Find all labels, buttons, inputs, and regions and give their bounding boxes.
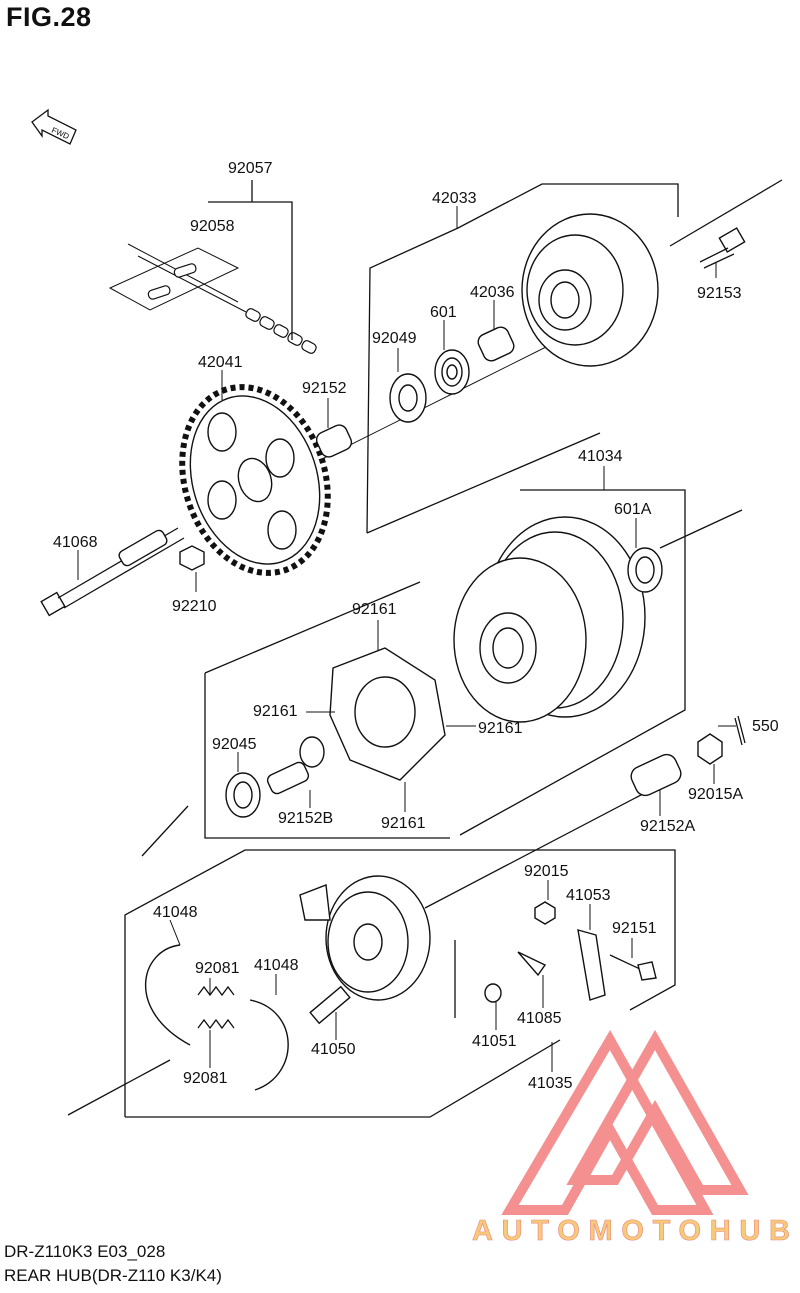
label-92210: 92210 <box>172 598 217 615</box>
label-41085: 41085 <box>517 1010 562 1027</box>
label-92161-bottom: 92161 <box>381 815 426 832</box>
label-41053: 41053 <box>566 887 611 904</box>
hub-damper <box>329 647 446 781</box>
label-42041: 42041 <box>198 354 243 371</box>
label-92049: 92049 <box>372 330 417 347</box>
brake-spring-top <box>197 985 235 997</box>
label-42033: 42033 <box>432 190 477 207</box>
collar-92152A <box>630 753 682 797</box>
bolt-92153 <box>699 227 746 269</box>
spacer-42036 <box>477 326 515 362</box>
brake-shoe-right <box>249 999 289 1091</box>
label-41048-left: 41048 <box>153 904 198 921</box>
label-92015A: 92015A <box>688 786 743 803</box>
rear-axle <box>40 527 185 617</box>
collar-92152B <box>266 736 325 795</box>
bearing-92045 <box>225 772 261 818</box>
drive-chain <box>108 180 317 354</box>
label-550: 550 <box>752 718 779 735</box>
label-92152: 92152 <box>302 380 347 397</box>
label-92058: 92058 <box>190 218 235 235</box>
watermark-logo: AUTOMOTOHUB <box>472 1029 790 1247</box>
footer-model: DR-Z110K3 E03_028 <box>4 1242 166 1261</box>
brake-shoe-left <box>144 944 191 1046</box>
oil-seal-92049 <box>389 373 427 423</box>
label-92152B: 92152B <box>278 810 333 827</box>
label-92057: 92057 <box>228 160 273 177</box>
axle-nut <box>179 545 205 571</box>
group-box-hub-top <box>366 179 783 534</box>
label-41051: 41051 <box>472 1033 517 1050</box>
label-41050: 41050 <box>311 1041 356 1058</box>
label-92081-bottom: 92081 <box>183 1070 228 1087</box>
label-92161-right: 92161 <box>478 720 523 737</box>
label-92152A: 92152A <box>640 818 695 835</box>
brake-cam <box>309 985 351 1025</box>
footer-description: REAR HUB(DR-Z110 K3/K4) <box>4 1266 222 1285</box>
label-92045: 92045 <box>212 736 257 753</box>
label-41068: 41068 <box>53 534 98 551</box>
leader-lines <box>77 206 736 1072</box>
watermark-text: AUTOMOTOHUB <box>472 1215 790 1247</box>
label-92161-left: 92161 <box>253 703 298 720</box>
seal-41051 <box>484 983 502 1003</box>
group-box-brake <box>67 784 676 1118</box>
fwd-arrow-icon: FWD <box>31 108 77 145</box>
label-41034: 41034 <box>578 448 623 465</box>
label-601A: 601A <box>614 501 652 518</box>
label-92081-top: 92081 <box>195 960 240 977</box>
collar-92152 <box>315 424 353 458</box>
label-92151: 92151 <box>612 920 657 937</box>
label-601: 601 <box>430 304 457 321</box>
bearing-601A <box>627 547 663 593</box>
figure-title: FIG.28 <box>6 2 92 32</box>
cotter-pin-550 <box>734 715 746 746</box>
sprocket-carrier <box>521 213 659 367</box>
wheel-hub <box>453 516 646 723</box>
label-42036: 42036 <box>470 284 515 301</box>
nut-92015A <box>697 733 723 765</box>
nut-92015 <box>534 901 556 925</box>
label-41035: 41035 <box>528 1075 573 1092</box>
bolt-92151 <box>609 954 657 981</box>
label-92015: 92015 <box>524 863 569 880</box>
label-92161-top: 92161 <box>352 601 397 618</box>
label-41048-right: 41048 <box>254 957 299 974</box>
brake-panel <box>299 875 431 1001</box>
label-92153: 92153 <box>697 285 742 302</box>
bearing-601 <box>434 349 470 395</box>
brake-spring-bottom <box>197 1018 235 1030</box>
indicator-41085 <box>517 951 547 977</box>
rear-sprocket <box>179 384 331 576</box>
group-box-hub-mid <box>141 489 743 857</box>
brake-lever <box>577 929 606 1001</box>
